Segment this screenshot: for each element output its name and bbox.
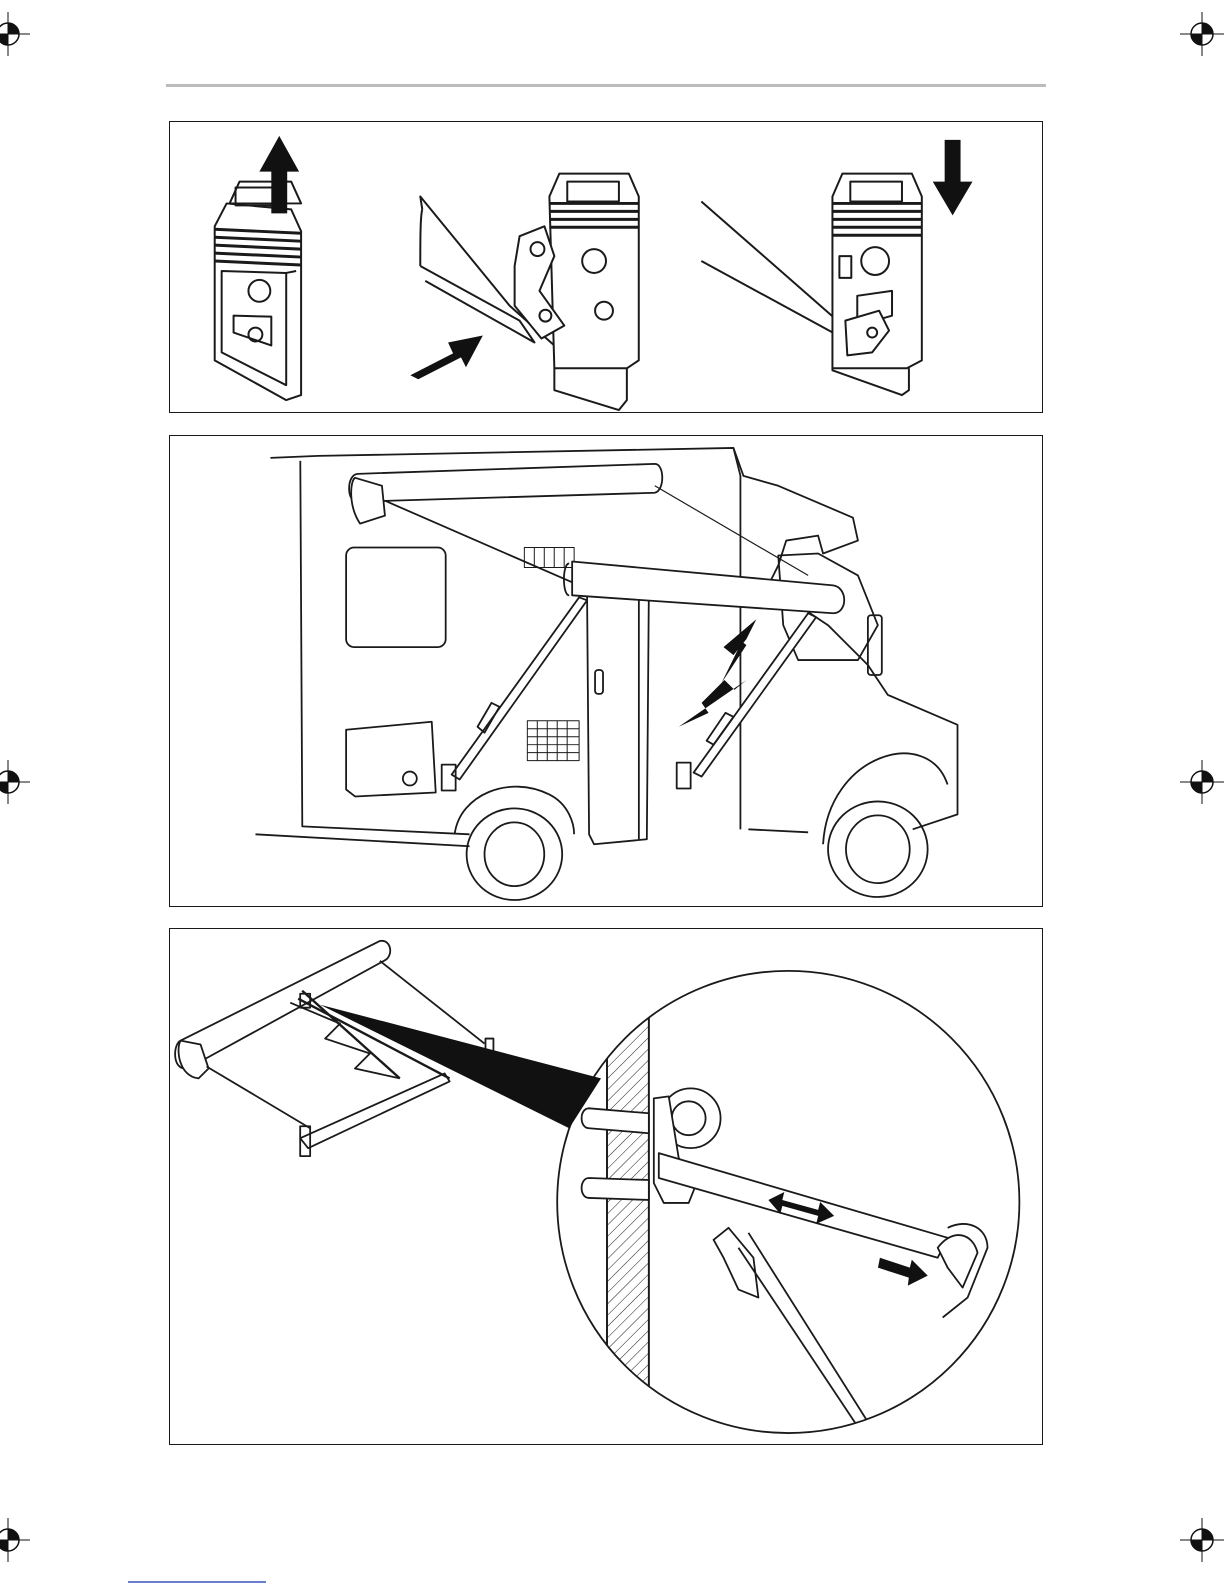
arrow-release-icon [878,1258,928,1286]
registration-mark-icon [0,12,30,56]
motorhome-awning-extended-illustration [170,436,1042,906]
arrow-insert-icon [410,336,483,380]
registration-mark-icon [0,1518,30,1562]
awning-support-arm-detail-illustration [170,929,1042,1444]
bracket-step-2 [420,174,638,410]
arrow-down-icon [933,140,973,215]
footer-underline [128,1581,266,1583]
registration-mark-icon [0,760,30,804]
vent-grille [527,721,579,761]
registration-mark-icon [1180,1518,1224,1562]
registration-mark-icon [1180,12,1224,56]
figure-arm-detail [169,928,1043,1445]
bracket-step-1 [215,182,301,400]
figure-bracket-steps [169,121,1043,413]
wall-bracket-mounting-steps-illustration [170,122,1042,412]
header-rule [166,84,1046,87]
wheel-front [823,753,947,897]
wheel-rear [455,787,574,900]
figure-motorhome-awning [169,435,1043,907]
arrow-up-icon [259,136,299,213]
registration-mark-icon [1180,760,1224,804]
bracket-step-3 [701,174,921,395]
